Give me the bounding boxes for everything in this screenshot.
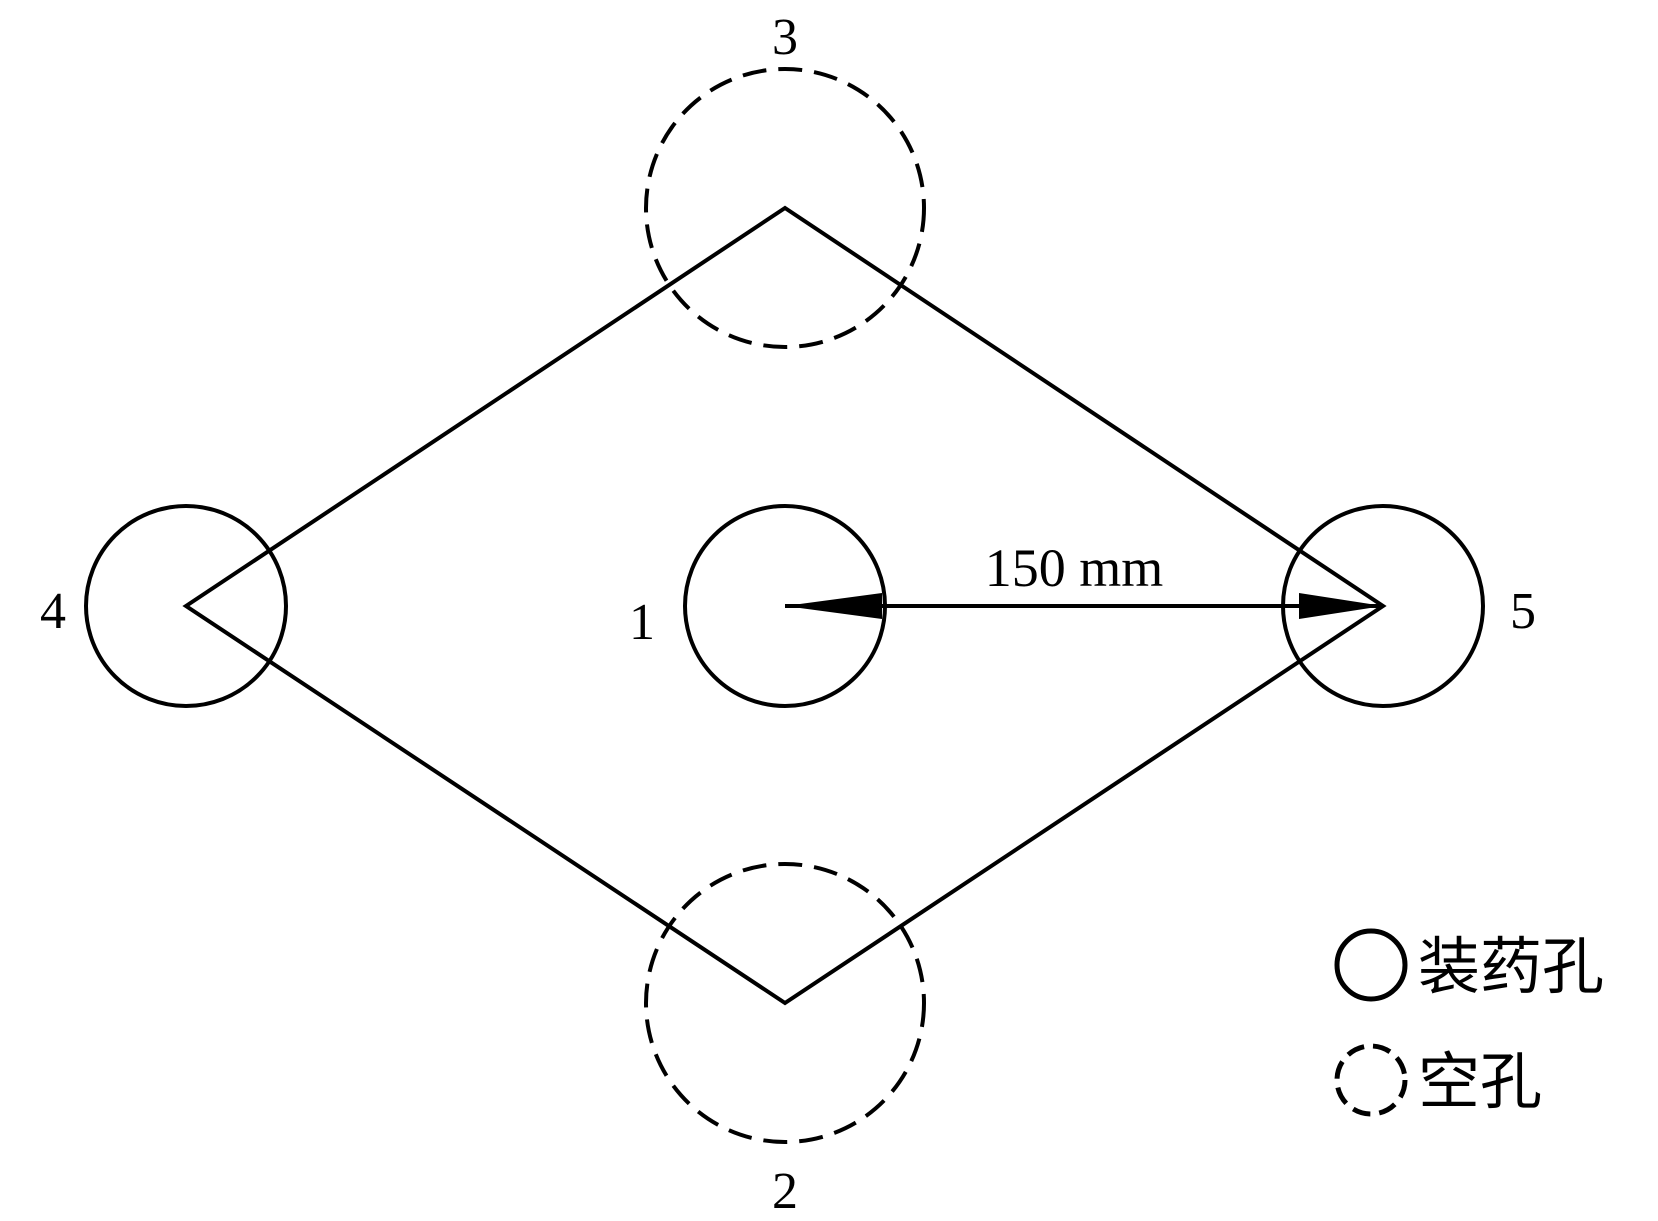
- legend: 装药孔 空孔: [1334, 928, 1604, 1117]
- hole-2-empty: [644, 862, 926, 1144]
- legend-empty-label: 空孔: [1418, 1049, 1542, 1117]
- legend-empty-icon: [1334, 1043, 1408, 1117]
- hole-label-5: 5: [1510, 583, 1536, 640]
- dimension-label: 150 mm: [985, 538, 1164, 598]
- hole-3-empty: [644, 67, 926, 349]
- arrowhead-right: [1299, 593, 1383, 619]
- hole-label-2: 2: [772, 1163, 798, 1220]
- hole-label-4: 4: [40, 583, 66, 640]
- arrowhead-left: [785, 593, 882, 619]
- legend-charged-icon: [1334, 928, 1408, 1002]
- legend-charged-label: 装药孔: [1418, 934, 1604, 1002]
- hole-label-3: 3: [772, 9, 798, 66]
- hole-label-1: 1: [629, 594, 655, 651]
- hole-4-charged: [84, 504, 288, 708]
